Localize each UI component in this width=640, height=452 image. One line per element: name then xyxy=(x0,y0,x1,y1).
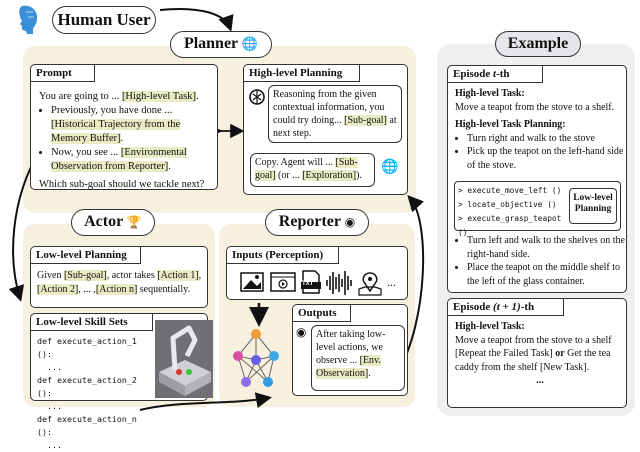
code-block: > execute_move_left () > locate_objectiv… xyxy=(454,181,621,237)
neural-network-icon xyxy=(233,329,279,387)
outputs-header: Outputs xyxy=(293,305,351,322)
high-level-planning-box: High-level Planning Reasoning from the g… xyxy=(243,64,408,195)
waveform-icon xyxy=(326,271,352,295)
globe-icon: 🌐 xyxy=(241,36,259,51)
txt-file-icon xyxy=(301,270,321,294)
skill-sets-box: Low-level Skill Sets def execute_action_… xyxy=(30,313,213,450)
robot-arm-image xyxy=(155,320,213,398)
skill-code: def execute_action_1 (): ... def execute… xyxy=(37,336,137,450)
txt-label: TXT xyxy=(302,281,314,287)
episode-t1-box: Episode (t + 1)-th High-level Task: Move… xyxy=(447,298,627,408)
arrow-actor-to-reporter xyxy=(139,392,272,411)
prompt-bullet-observation: Now, you see ... [Environmental Observat… xyxy=(51,146,215,174)
prompt-text: You are going to ... [High-level Task]. … xyxy=(39,90,215,192)
inputs-more: ... xyxy=(387,275,396,289)
episode-t-box: Episode t-th High-level Task: Move a tea… xyxy=(447,65,627,293)
inputs-box: Inputs (Perception) ... TXT xyxy=(226,246,408,300)
prompt-header: Prompt xyxy=(31,65,95,82)
episode-t1-content: High-level Task: Move a teapot from the … xyxy=(455,321,612,386)
trophy-icon: 🏆 xyxy=(126,215,142,229)
low-level-planning-badge: Low-level Planning xyxy=(569,188,617,224)
low-level-planning-box: Low-level Planning Given [Sub-goal], act… xyxy=(30,246,208,308)
webcam-icon: ◉ xyxy=(296,325,307,339)
image-icon xyxy=(240,272,264,292)
high-level-planning-header: High-level Planning xyxy=(244,65,360,82)
user-head-icon xyxy=(19,5,38,35)
reasoning-bubble: Reasoning from the given contextual info… xyxy=(268,85,402,143)
episode-t-header: Episode t-th xyxy=(448,66,543,83)
prompt-box: Prompt You are going to ... [High-level … xyxy=(30,64,218,190)
episode-t-steps-bottom: Turn left and walk to the shelves on the… xyxy=(455,234,625,288)
video-icon xyxy=(270,272,296,292)
globe-icon: 🌐 xyxy=(381,160,399,175)
perception-icons xyxy=(240,270,382,296)
planner-title: Planner 🌐 xyxy=(170,31,272,58)
webcam-icon: ◉ xyxy=(344,215,356,229)
low-level-planning-text: Given [Sub-goal], actor takes [Action 1]… xyxy=(37,270,202,295)
reporter-title: Reporter ◉ xyxy=(265,209,369,236)
prompt-bullet-history: Previously, you have done ... [Historica… xyxy=(51,104,215,146)
human-user-label: Human User xyxy=(52,6,156,34)
chatgpt-icon xyxy=(249,89,265,105)
inputs-header: Inputs (Perception) xyxy=(227,247,339,264)
episode-t1-header: Episode (t + 1)-th xyxy=(448,299,564,316)
outputs-bubble: After taking low-level actions, we obser… xyxy=(311,325,405,391)
example-title: Example xyxy=(495,31,581,57)
arrow-user-to-planner xyxy=(159,7,234,32)
copy-bubble: Copy. Agent will ... [Sub-goal] (or ... … xyxy=(250,153,375,187)
low-level-planning-header: Low-level Planning xyxy=(31,247,141,264)
map-pin-icon xyxy=(358,272,382,296)
episode-t-content: High-level Task: Move a teapot from the … xyxy=(455,87,625,172)
skill-sets-header: Low-level Skill Sets xyxy=(31,314,153,331)
outputs-box: Outputs ◉ After taking low-level actions… xyxy=(292,304,408,396)
actor-title: Actor 🏆 xyxy=(71,209,155,236)
